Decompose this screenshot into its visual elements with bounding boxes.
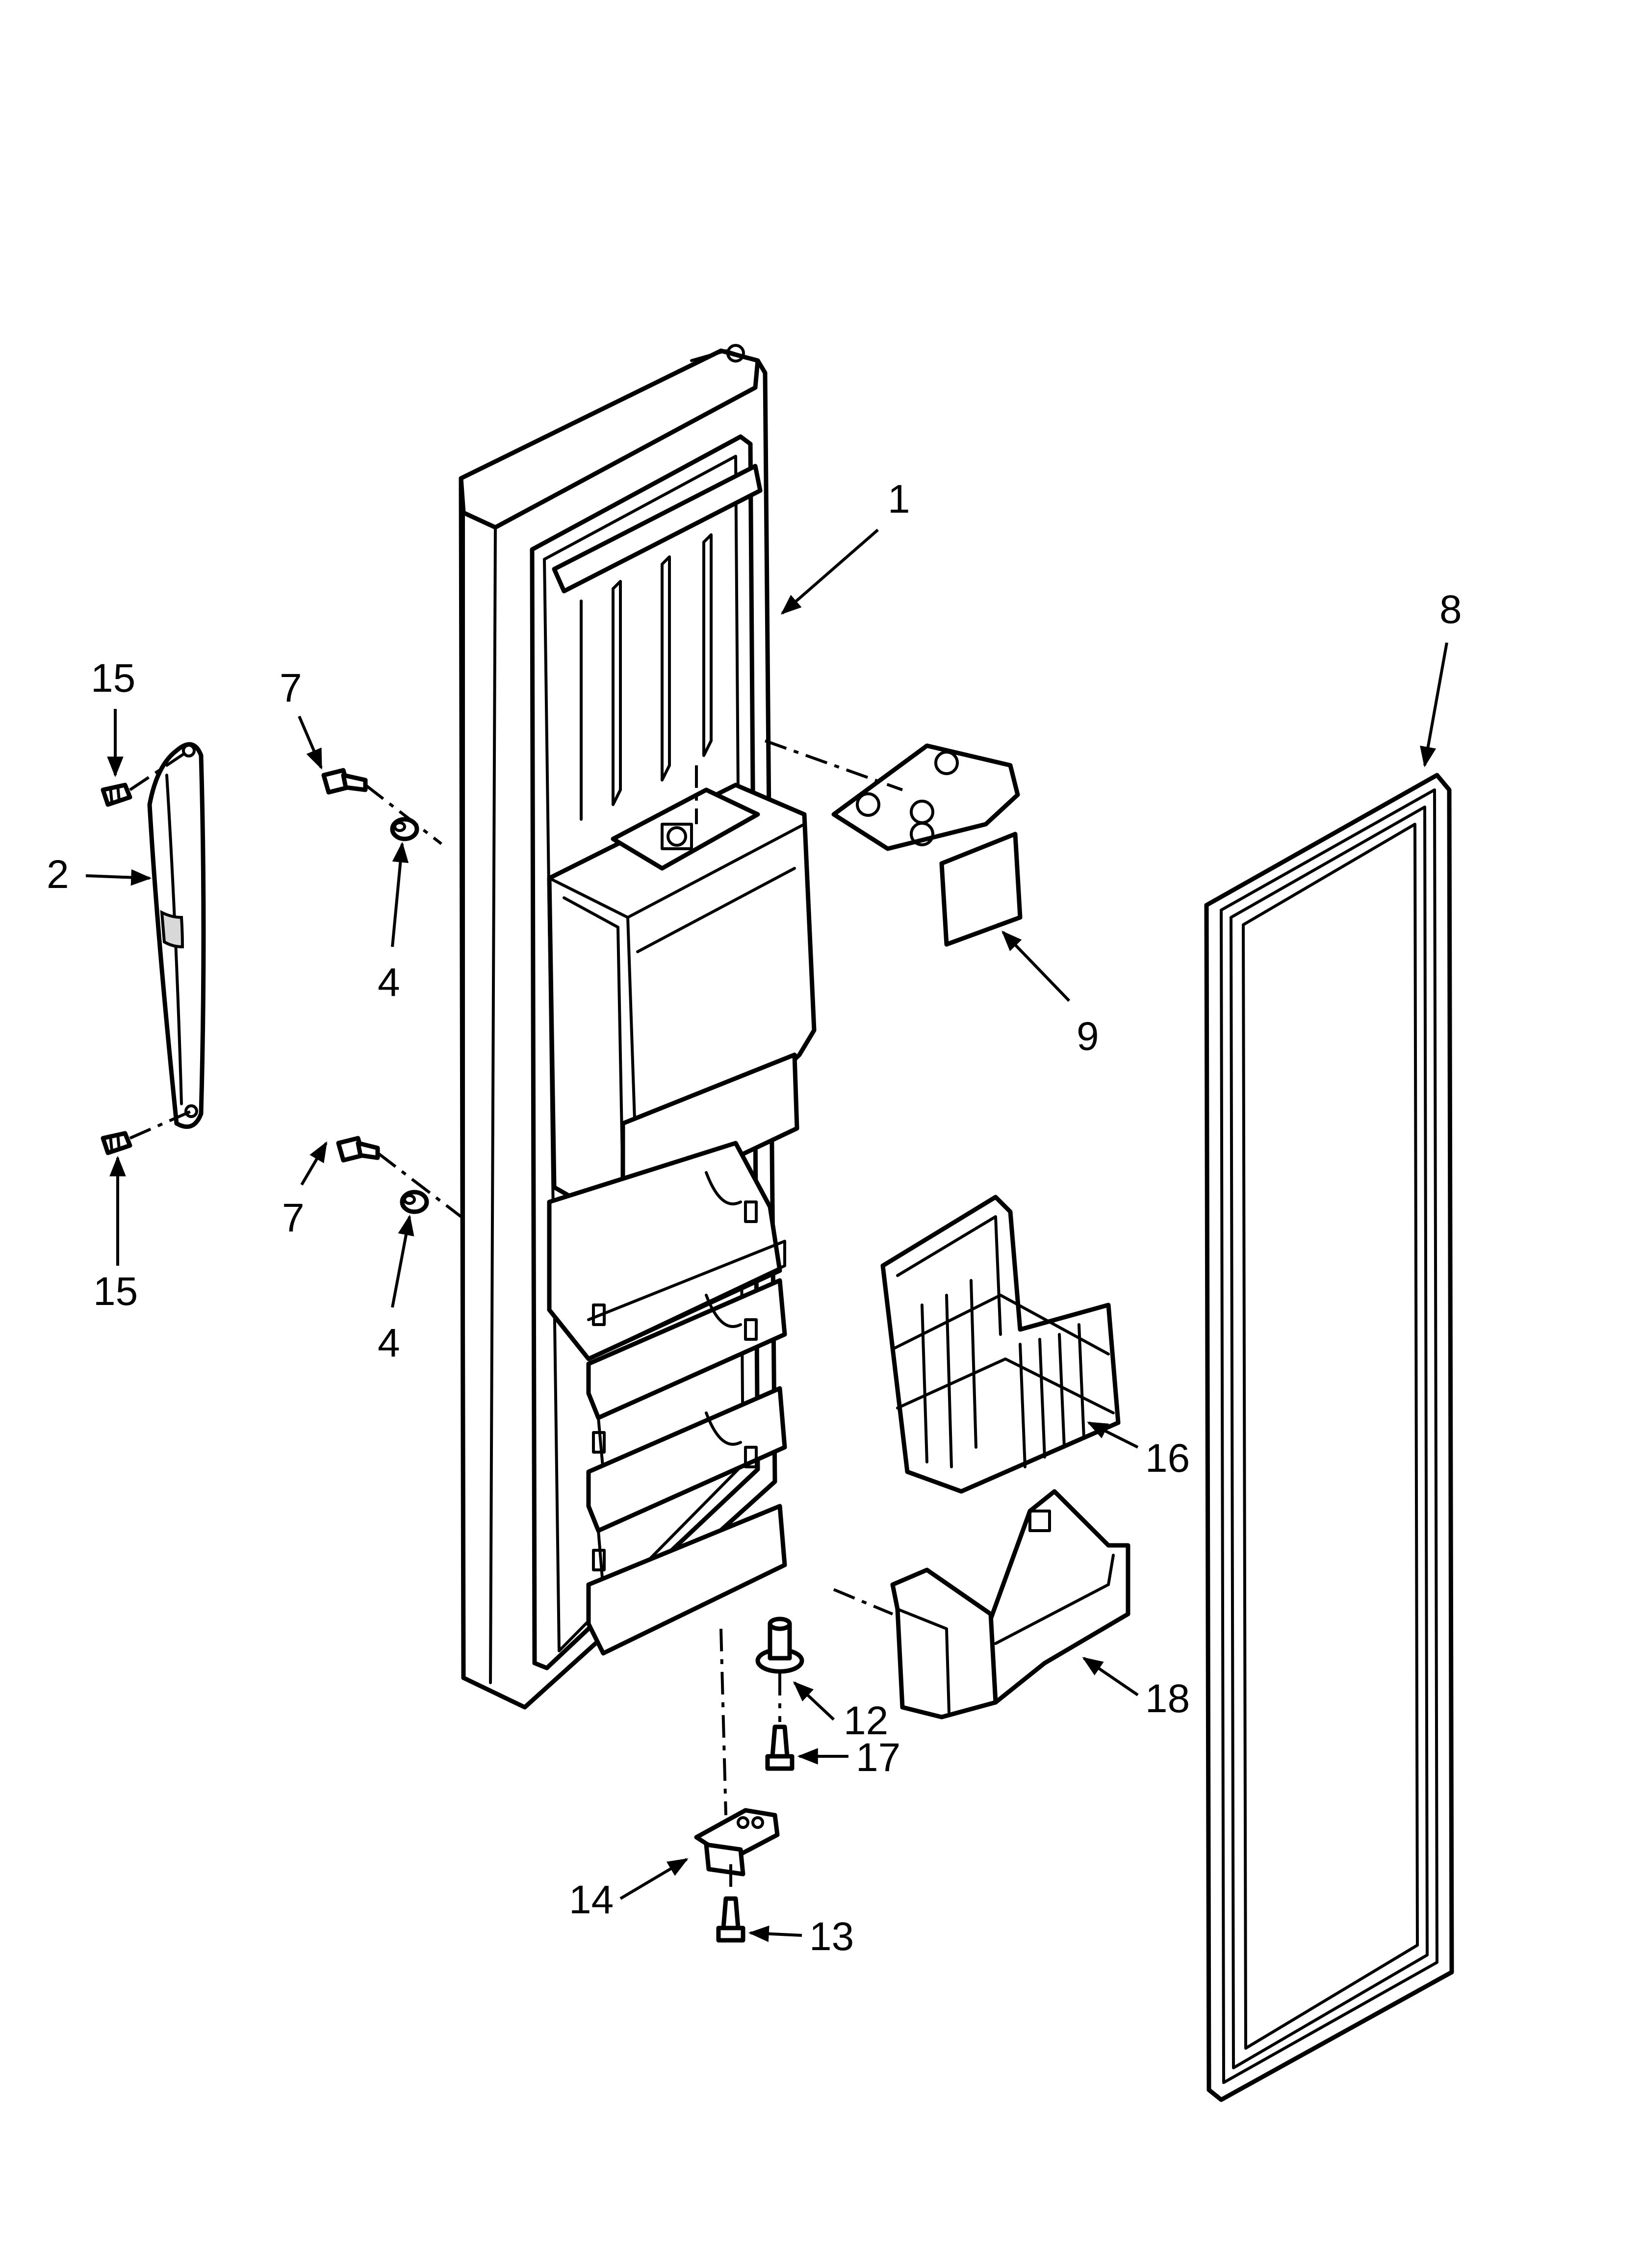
assembly-lines: [129, 739, 903, 1894]
callout-4-top: 4: [378, 960, 400, 1005]
door-handle: [147, 742, 206, 1129]
handle-screw-bottom: [101, 1131, 132, 1155]
bottom-hinge: [694, 1808, 780, 1877]
callout-13: 13: [809, 1914, 854, 1959]
callout-14: 14: [569, 1877, 614, 1922]
callout-9: 9: [1077, 1014, 1099, 1059]
handle-screw-top: [101, 782, 132, 807]
hinge-bottom-screw: [716, 1896, 745, 1943]
wire-basket: [880, 1195, 1121, 1494]
bracket-plate: [831, 743, 1023, 947]
callout-4-bottom: 4: [378, 1321, 400, 1365]
callout-12: 12: [844, 1698, 888, 1743]
callout-labels: 1 2 15 15 7 7 4 4 8 9 16 18 12 17 14 13: [47, 477, 1462, 1959]
spacer-lower: [400, 1190, 429, 1214]
callout-2: 2: [47, 852, 69, 897]
screw-upper: [321, 768, 368, 795]
bin-bracket: [890, 1489, 1130, 1720]
callout-15-top: 15: [91, 656, 135, 701]
callout-7-top: 7: [280, 666, 302, 710]
callout-15-bottom: 15: [93, 1269, 138, 1314]
callout-17: 17: [856, 1735, 900, 1780]
screw-lower: [336, 1136, 380, 1163]
leader-arrows: [85, 528, 1448, 1942]
callout-18: 18: [1145, 1676, 1190, 1721]
callout-8: 8: [1439, 587, 1462, 632]
callout-7-bottom: 7: [282, 1196, 305, 1240]
callout-1: 1: [888, 477, 910, 521]
door-assembly: [459, 344, 817, 1710]
hinge-screw: [765, 1724, 795, 1771]
hinge-pin: [755, 1616, 804, 1674]
door-gasket: [1204, 773, 1454, 2102]
callout-16: 16: [1145, 1436, 1190, 1481]
spacer-upper: [390, 817, 419, 841]
